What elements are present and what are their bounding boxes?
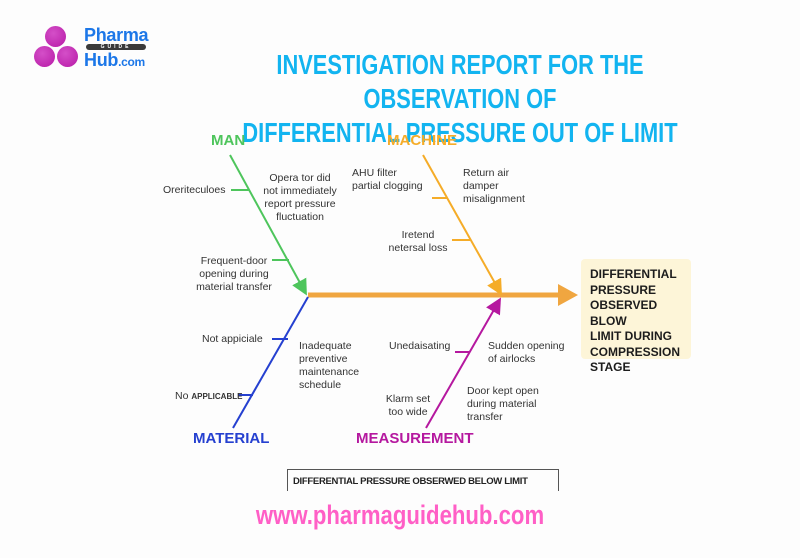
- machine-cause-3: Iretend netersal loss: [388, 229, 448, 254]
- title-line-1: INVESTIGATION REPORT FOR THE OBSERVATION…: [276, 49, 644, 114]
- effect-box: DIFFERENTIAL PRESSURE OBSERVED BLOW LIMI…: [581, 259, 691, 374]
- logo-text-hub: Hub.com: [84, 50, 145, 70]
- machine-cause-2: Return air damper misalignment: [463, 167, 525, 205]
- material-cause-2: Inadequate preventive maintenance schedu…: [299, 340, 360, 391]
- logo-dot-icon: [45, 26, 66, 47]
- title-line-2: DIFFERENTIAL PRESSURE OUT OF LIMIT: [242, 117, 678, 148]
- man-bone: [229, 154, 307, 296]
- website-url[interactable]: www.pharmaguidehub.com: [255, 500, 545, 530]
- machine-bone: [422, 154, 502, 296]
- category-measurement: MEASUREMENT: [356, 430, 474, 447]
- pharmaguidehub-logo: Pharma GUIDE Hub.com: [34, 24, 164, 72]
- logo-text-pharma: Pharma: [84, 25, 149, 45]
- measurement-cause-1: Unedaisating: [389, 340, 451, 352]
- measurement-bone: [425, 297, 501, 429]
- logo-text-guide: GUIDE: [86, 44, 146, 50]
- measurement-cause-3: Klarm set too wide: [385, 393, 431, 418]
- measurement-cause-2: Sudden opening of airlocks: [488, 340, 565, 365]
- machine-cause-1: AHU filter partial clogging: [352, 167, 423, 192]
- logo-dot-icon: [57, 46, 78, 67]
- material-bone: [232, 296, 309, 429]
- problem-caption: DIFFERENTIAL PRESSURE OBSERWED BELOW LIM…: [287, 469, 559, 491]
- man-cause-2: Opera tor did not immediately report pre…: [263, 172, 337, 223]
- material-cause-1: Not appiciale: [202, 333, 263, 345]
- logo-dot-icon: [34, 46, 55, 67]
- category-man: MAN: [211, 132, 246, 149]
- page-title: INVESTIGATION REPORT FOR THE OBSERVATION…: [226, 48, 694, 150]
- measurement-cause-4: Door kept open during material transfer: [467, 385, 539, 423]
- man-cause-3: Frequent-door opening during material tr…: [196, 255, 272, 293]
- category-material: MATERIAL: [193, 430, 270, 447]
- spine-arrowhead-icon: [558, 284, 578, 306]
- man-cause-1: Oreriteculoes: [163, 184, 226, 196]
- material-cause-3: No APPLICABLE: [175, 390, 243, 402]
- category-machine: MACHINE: [387, 132, 457, 149]
